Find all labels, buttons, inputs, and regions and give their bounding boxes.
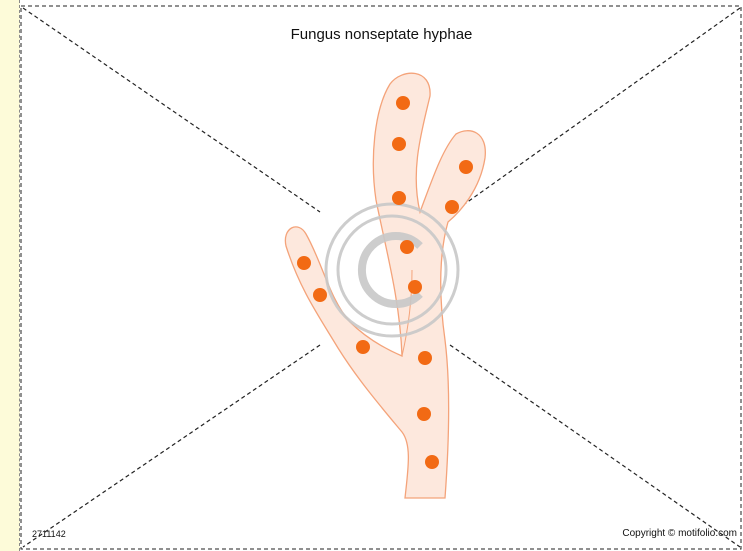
nucleus (417, 407, 431, 421)
nucleus (408, 280, 422, 294)
nucleus (356, 340, 370, 354)
nucleus (313, 288, 327, 302)
diagram-title: Fungus nonseptate hyphae (20, 26, 743, 43)
nucleus (400, 240, 414, 254)
nucleus (418, 351, 432, 365)
nucleus (392, 137, 406, 151)
nucleus (392, 191, 406, 205)
side-strip (0, 0, 20, 551)
diagram-canvas: Fungus nonseptate hyphae 2711142 Copyrig… (20, 0, 743, 551)
diagram-svg (20, 0, 743, 551)
guide-line-bottom-right (450, 345, 740, 547)
guide-lines (23, 8, 740, 547)
guide-line-bottom-left (23, 345, 320, 547)
copyright-notice: Copyright © motifolio.com (622, 528, 737, 539)
nucleus (445, 200, 459, 214)
nucleus (425, 455, 439, 469)
figure-code: 2711142 (32, 529, 66, 539)
nucleus (396, 96, 410, 110)
dashed-frame (21, 6, 741, 549)
nucleus (459, 160, 473, 174)
nucleus (297, 256, 311, 270)
